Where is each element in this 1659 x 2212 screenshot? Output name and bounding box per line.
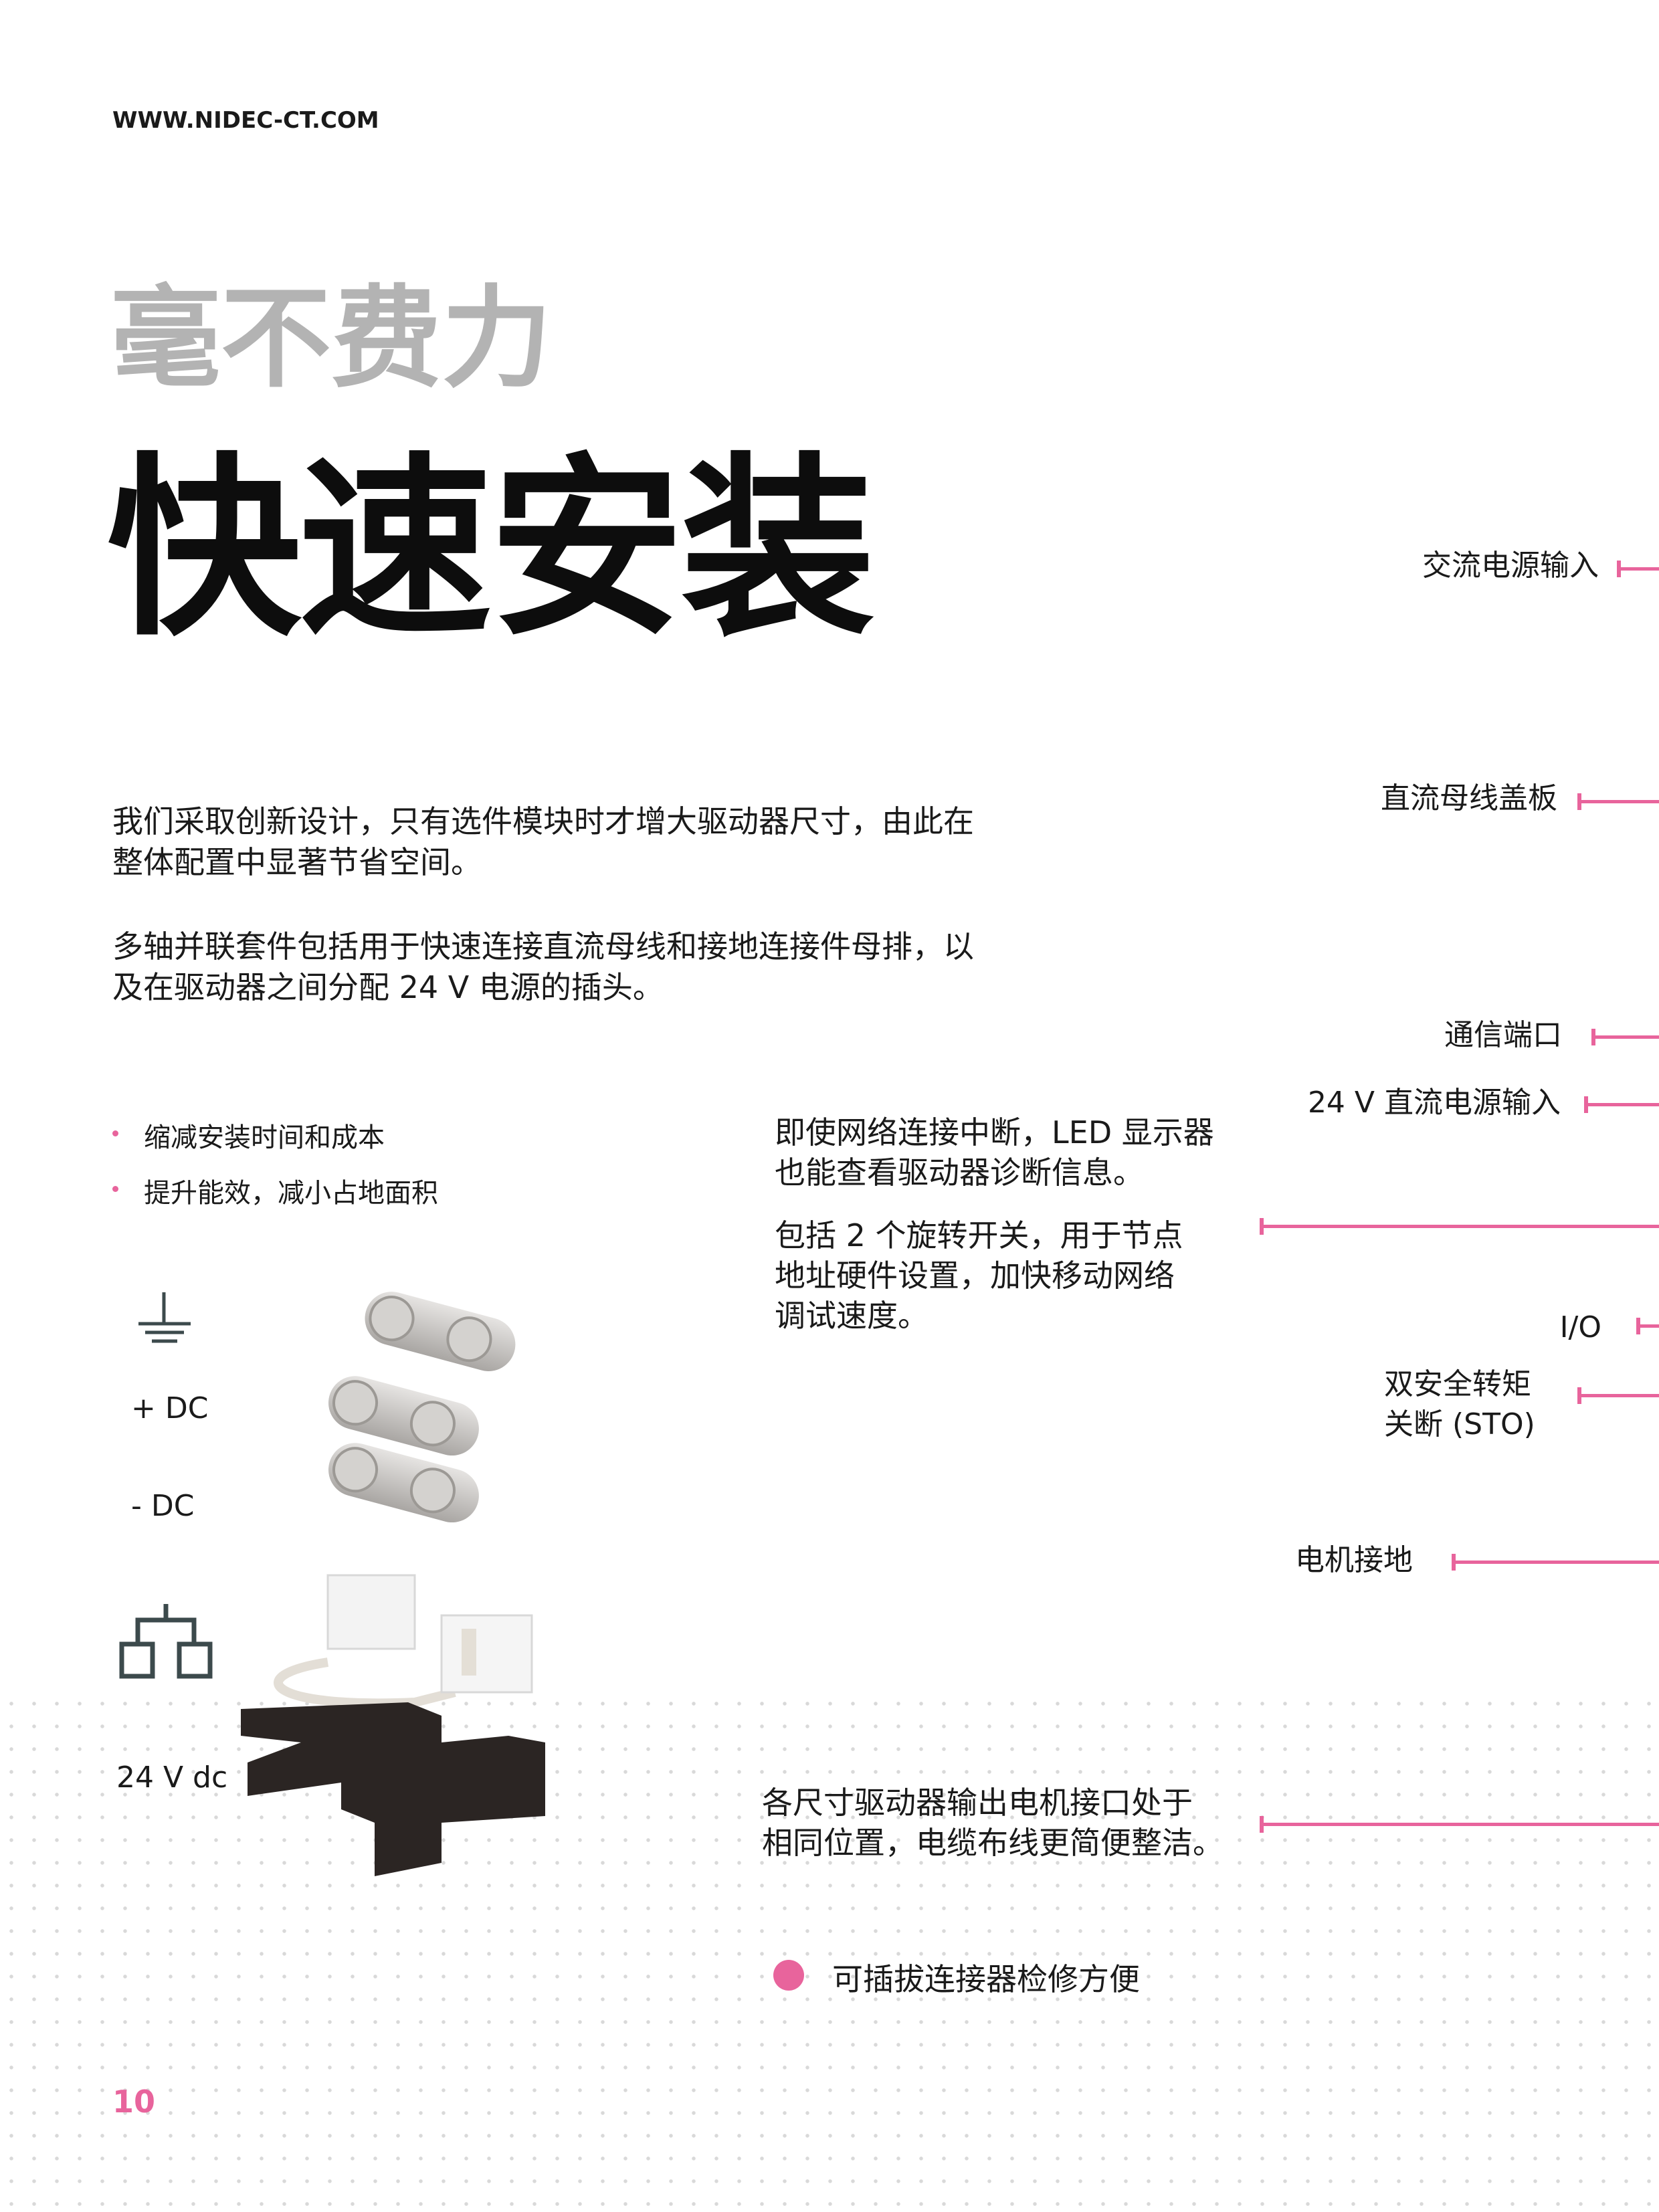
paragraph-1: 我们采取创新设计，只有选件模块时才增大驱动器尺寸，由此在 整体配置中显著节省空间… [112, 801, 1076, 883]
callout-line [1577, 793, 1659, 810]
note-line: 地址硬件设置，加快移动网络 [775, 1258, 1175, 1294]
paragraph-2: 多轴并联套件包括用于快速连接直流母线和接地连接件母排，以 及在驱动器之间分配 2… [112, 926, 1076, 1008]
note-line: 相同位置，电缆布线更简便整洁。 [762, 1825, 1224, 1861]
callout-comm-port: 通信端口 [1444, 1018, 1562, 1052]
note-led-display: 即使网络连接中断，LED 显示器 也能查看驱动器诊断信息。 [775, 1112, 1214, 1193]
note-line: 调试速度。 [775, 1298, 929, 1334]
callout-ac-input: 交流电源输入 [1422, 548, 1599, 583]
callout-line-motor-output [1260, 1816, 1659, 1833]
plus-dc-label: + DC [131, 1391, 209, 1425]
busbar-minus-dc [328, 1443, 479, 1523]
bullet-item: 提升能效，减小占地面积 [144, 1178, 438, 1209]
paragraph-line: 多轴并联套件包括用于快速连接直流母线和接地连接件母排，以 [112, 928, 974, 965]
bullet-dot [112, 1186, 118, 1192]
feature-pluggable-connectors: 可插拔连接器检修方便 [832, 1961, 1140, 1997]
callout-motor-ground: 电机接地 [1295, 1543, 1413, 1577]
feature-dot-icon [773, 1960, 804, 1991]
callout-line [1636, 1318, 1659, 1334]
bullet-dot [112, 1130, 118, 1136]
note-line: 即使网络连接中断，LED 显示器 [775, 1114, 1214, 1150]
callout-line [1452, 1554, 1659, 1571]
note-line: 也能查看驱动器诊断信息。 [775, 1154, 1144, 1191]
callout-sto-line: 关断 (STO) [1384, 1407, 1535, 1441]
callout-dc-bus-cover: 直流母线盖板 [1381, 781, 1557, 815]
callout-line [1591, 1029, 1659, 1045]
callout-sto: 双安全转矩 关断 (STO) [1384, 1365, 1535, 1445]
page-number: 10 [112, 2084, 156, 2120]
callout-line [1617, 561, 1659, 577]
multi-axis-kit-image [241, 1292, 545, 1876]
paragraph-line: 我们采取创新设计，只有选件模块时才增大驱动器尺寸，由此在 [112, 803, 974, 839]
paragraph-line: 及在驱动器之间分配 24 V 电源的插头。 [112, 969, 664, 1005]
page-title: 快速安装 [107, 437, 875, 662]
busbar-plus-dc [328, 1376, 479, 1456]
network-icon [119, 1604, 213, 1679]
callout-io: I/O [1559, 1310, 1601, 1344]
24v-dc-label: 24 V dc [116, 1761, 228, 1795]
paragraph-line: 整体配置中显著节省空间。 [112, 844, 482, 880]
note-rotary-switch: 包括 2 个旋转开关，用于节点 地址硬件设置，加快移动网络 调试速度。 [775, 1215, 1183, 1336]
callout-sto-line: 双安全转矩 [1384, 1367, 1531, 1401]
note-motor-output: 各尺寸驱动器输出电机接口处于 相同位置，电缆布线更简便整洁。 [762, 1783, 1224, 1863]
bullet-item: 缩减安装时间和成本 [144, 1122, 385, 1153]
minus-dc-label: - DC [131, 1489, 195, 1523]
busbar-ground [365, 1292, 516, 1371]
callout-line [1577, 1387, 1659, 1404]
callout-line-rotary-switch [1260, 1218, 1659, 1235]
ground-icon [138, 1292, 191, 1343]
callout-24v-input: 24 V 直流电源输入 [1307, 1086, 1561, 1120]
callout-line [1584, 1096, 1659, 1113]
note-line: 包括 2 个旋转开关，用于节点 [775, 1217, 1183, 1253]
note-line: 各尺寸驱动器输出电机接口处于 [762, 1785, 1193, 1821]
website-url: WWW.NIDEC-CT.COM [112, 107, 379, 134]
page-subtitle: 毫不费力 [110, 274, 552, 403]
